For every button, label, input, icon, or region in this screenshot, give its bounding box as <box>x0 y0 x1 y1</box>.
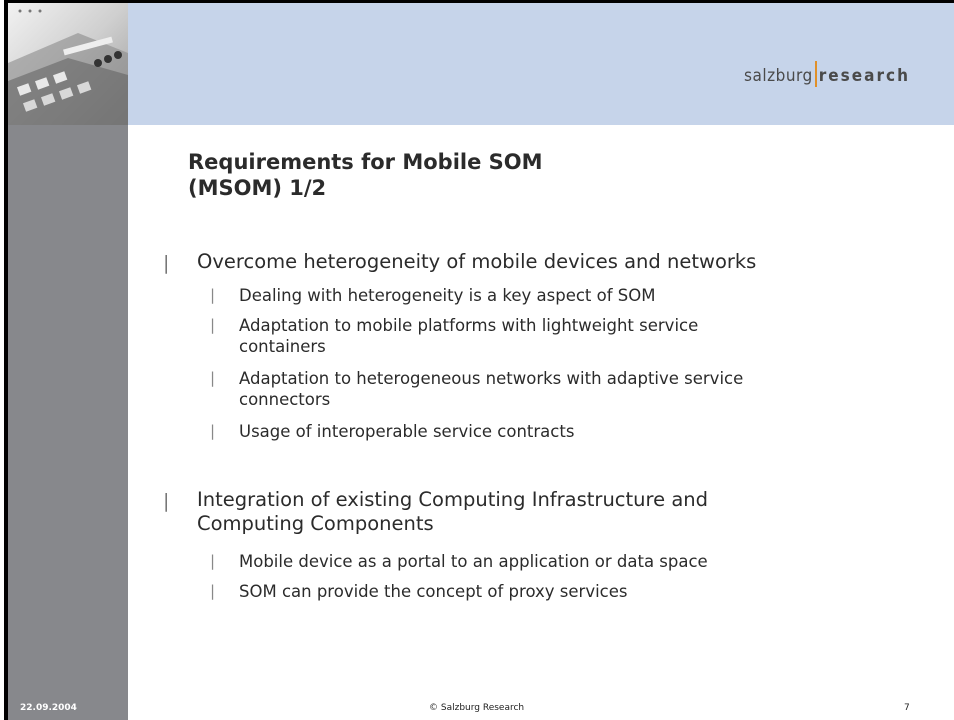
keyboard-photo-icon <box>8 3 128 125</box>
bullet-text-line-1: Integration of existing Computing Infras… <box>197 488 709 511</box>
sub-bullet-marker: | <box>210 552 216 570</box>
sub-bullet-marker: | <box>210 422 216 440</box>
slide-title: Requirements for Mobile SOM (MSOM) 1/2 <box>188 149 888 201</box>
logo-text-salzburg: salzburg <box>744 66 813 86</box>
sub-bullet-text: Mobile device as a portal to an applicat… <box>239 552 708 571</box>
sub-bullet-marker: | <box>210 369 216 387</box>
bullet-text: Overcome heterogeneity of mobile devices… <box>197 250 757 273</box>
sub-bullet-text: Usage of interoperable service contracts <box>239 422 575 441</box>
sub-bullet-text-line-1: Adaptation to heterogeneous networks wit… <box>239 369 744 388</box>
footer-date: 22.09.2004 <box>20 703 77 713</box>
sub-bullet-text-line-2: connectors <box>239 390 331 409</box>
logo-text-research: research <box>818 66 910 86</box>
footer-copyright: © Salzburg Research <box>429 703 525 713</box>
sub-bullet-text: Adaptation to heterogeneous networks wit… <box>239 368 879 410</box>
corner-photo-image <box>8 3 128 125</box>
sub-bullet-text: SOM can provide the concept of proxy ser… <box>239 582 628 601</box>
sub-bullet-text: Dealing with heterogeneity is a key aspe… <box>239 286 656 305</box>
frame-left-border <box>4 0 8 720</box>
sub-bullet-text-line-2: containers <box>239 337 326 356</box>
sub-bullet-marker: | <box>210 582 216 600</box>
bullet-marker: | <box>163 252 170 274</box>
bullet-text: Integration of existing Computing Infras… <box>197 488 897 536</box>
footer-page-number: 7 <box>904 703 910 713</box>
bullet-text-line-2: Computing Components <box>197 512 434 535</box>
slide-title-line-1: Requirements for Mobile SOM <box>188 150 543 174</box>
frame-top-border <box>4 0 954 3</box>
bullet-marker: | <box>163 490 170 512</box>
sub-bullet-marker: | <box>210 286 216 304</box>
slide-title-line-2: (MSOM) 1/2 <box>188 176 327 200</box>
sub-bullet-text-line-1: Adaptation to mobile platforms with ligh… <box>239 316 699 335</box>
left-sidebar <box>8 125 128 720</box>
logo-divider-bar <box>814 61 817 87</box>
sub-bullet-marker: | <box>210 316 216 334</box>
sub-bullet-text: Adaptation to mobile platforms with ligh… <box>239 315 879 357</box>
